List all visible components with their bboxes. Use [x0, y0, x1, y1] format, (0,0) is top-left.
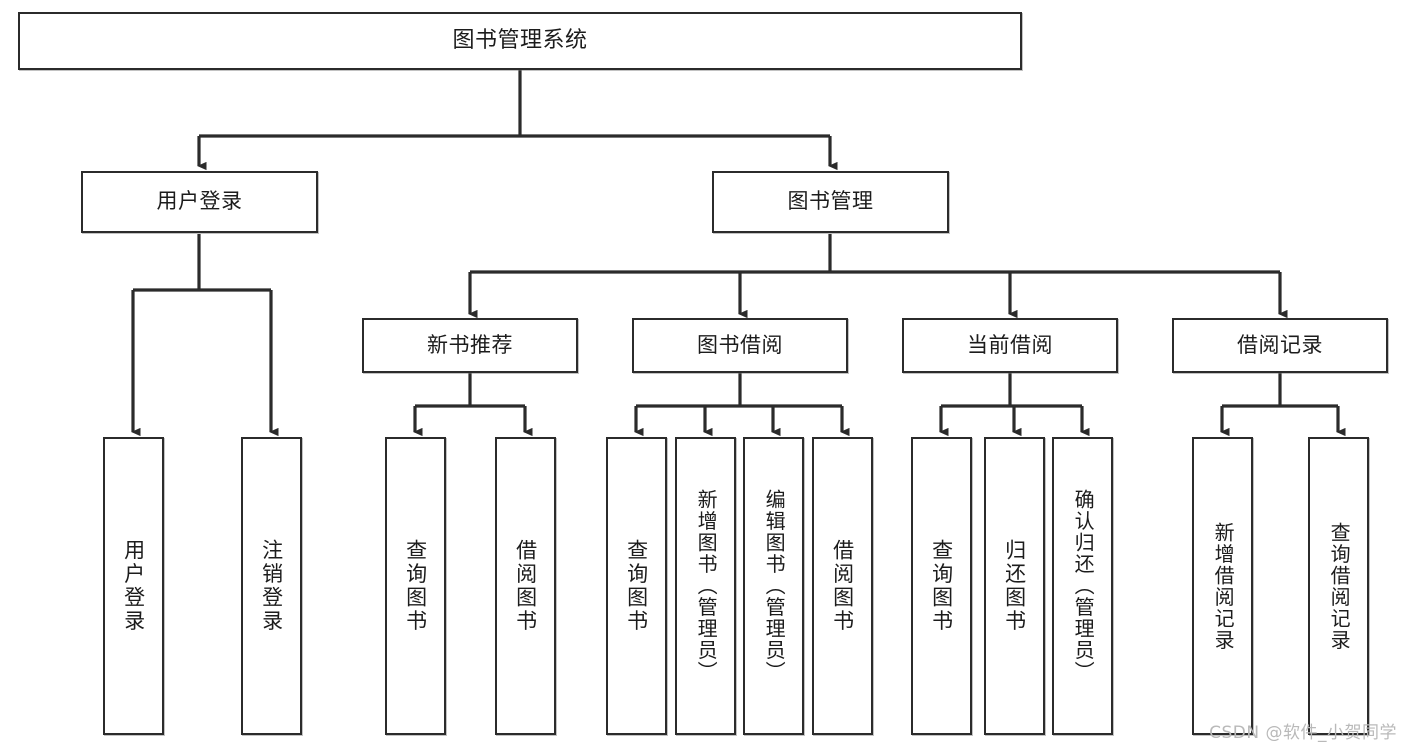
node-current-borrowing[interactable]: 当前借阅 [902, 318, 1118, 373]
node-label: 用户登录 [121, 539, 146, 633]
leaf-add-borrow-record[interactable]: 新增借阅记录 [1192, 437, 1253, 735]
leaf-confirm-return-admin[interactable]: 确认归还（管理员） [1052, 437, 1113, 735]
node-label: 查询图书 [929, 539, 954, 633]
node-new-book-recommendation[interactable]: 新书推荐 [362, 318, 578, 373]
leaf-user-login[interactable]: 用户登录 [103, 437, 164, 735]
node-label: 图书管理 [787, 189, 874, 214]
node-label: 新书推荐 [427, 332, 513, 357]
node-book-borrowing[interactable]: 图书借阅 [632, 318, 848, 373]
node-label: 归还图书 [1002, 539, 1027, 633]
leaf-return-books[interactable]: 归还图书 [984, 437, 1045, 735]
node-label: 用户登录 [156, 189, 243, 214]
node-label: 借阅图书 [830, 539, 855, 633]
node-label: 查询图书 [624, 539, 649, 633]
node-label: 借阅图书 [513, 539, 538, 633]
node-label: 借阅记录 [1237, 332, 1323, 357]
node-label: 编辑图书（管理员） [762, 489, 787, 683]
leaf-logout[interactable]: 注销登录 [241, 437, 302, 735]
leaf-add-book-admin[interactable]: 新增图书（管理员） [675, 437, 736, 735]
node-label: 确认归还（管理员） [1071, 489, 1096, 683]
leaf-query-borrow-record[interactable]: 查询借阅记录 [1308, 437, 1369, 735]
node-borrowing-records[interactable]: 借阅记录 [1172, 318, 1388, 373]
node-label: 新增图书（管理员） [694, 489, 719, 683]
leaf-query-books-recommend[interactable]: 查询图书 [385, 437, 446, 735]
node-label: 注销登录 [259, 539, 284, 633]
node-label: 图书管理系统 [452, 27, 588, 53]
leaf-borrow-books-recommend[interactable]: 借阅图书 [495, 437, 556, 735]
leaf-borrow-books[interactable]: 借阅图书 [812, 437, 873, 735]
node-label: 当前借阅 [967, 332, 1053, 357]
node-label: 图书借阅 [697, 332, 783, 357]
leaf-query-books-borrow[interactable]: 查询图书 [606, 437, 667, 735]
leaf-query-books-current[interactable]: 查询图书 [911, 437, 972, 735]
node-label: 新增借阅记录 [1211, 521, 1236, 651]
leaf-edit-book-admin[interactable]: 编辑图书（管理员） [743, 437, 804, 735]
node-label: 查询借阅记录 [1327, 521, 1352, 651]
node-user-login[interactable]: 用户登录 [81, 171, 318, 233]
watermark-text: CSDN @软件_小贺同学 [1209, 723, 1397, 743]
node-book-management[interactable]: 图书管理 [712, 171, 949, 233]
node-root-book-management-system[interactable]: 图书管理系统 [18, 12, 1022, 70]
node-label: 查询图书 [403, 539, 428, 633]
